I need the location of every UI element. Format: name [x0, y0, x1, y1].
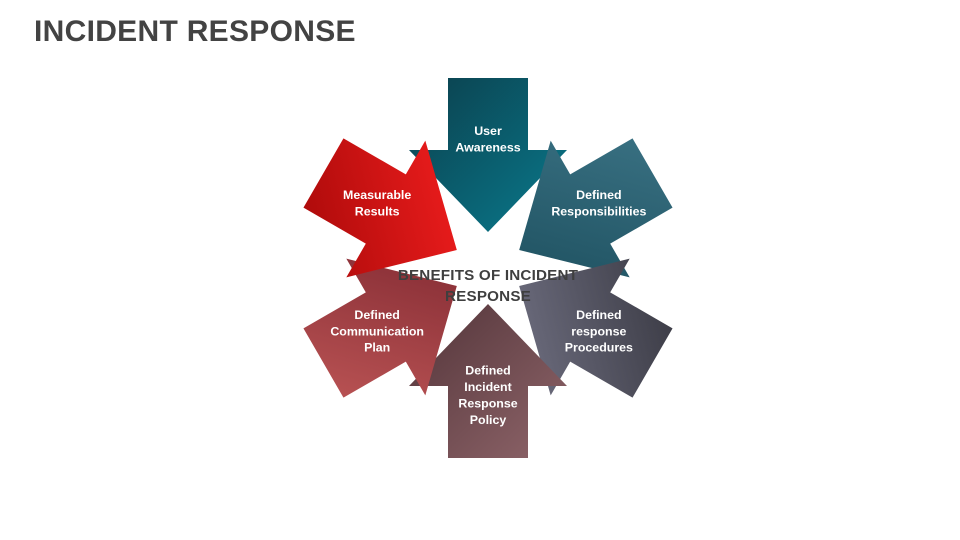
arrow-shape-measurable-results[interactable] [284, 105, 496, 319]
arrow-label-measurable-results-line-2: Results [355, 204, 400, 218]
arrow-label-defined-responsibilities-line-2: Responsibilities [551, 204, 646, 218]
center-caption-line-2: RESPONSE [445, 288, 531, 305]
arrow-shape-defined-response-procedures[interactable] [480, 218, 692, 432]
arrow-shape-defined-communication-plan[interactable] [284, 218, 496, 432]
arrow-label-defined-responsibilities-line-1: Defined [576, 188, 621, 202]
arrow-label-defined-communication-plan-line-3: Plan [364, 341, 390, 355]
arrow-label-user-awareness-line-1: User [474, 124, 502, 138]
arrow-label-defined-response-procedures-line-2: response [571, 324, 626, 338]
arrow-label-defined-response-procedures-line-1: Defined [576, 308, 621, 322]
arrow-label-defined-response-procedures-line-3: Procedures [565, 341, 633, 355]
arrow-label-defined-incident-response-policy-line-1: Defined [465, 364, 510, 378]
arrow-shape-user-awareness[interactable] [409, 78, 567, 232]
diagram-svg: UserAwarenessDefinedResponsibilitiesDefi… [284, 78, 692, 458]
arrow-label-defined-incident-response-policy-line-3: Response [458, 396, 517, 410]
center-caption-line-1: BENEFITS OF INCIDENT [398, 267, 579, 284]
arrow-shape-defined-responsibilities[interactable] [480, 105, 692, 319]
arrow-label-defined-incident-response-policy-line-2: Incident [464, 380, 512, 394]
arrow-label-defined-incident-response-policy-line-4: Policy [470, 413, 507, 427]
arrow-label-defined-communication-plan-line-2: Communication [330, 324, 424, 338]
arrow-shape-defined-incident-response-policy[interactable] [409, 304, 567, 458]
arrow-label-measurable-results-line-1: Measurable [343, 188, 411, 202]
page-title: INCIDENT RESPONSE [34, 15, 356, 48]
center-caption: BENEFITS OF INCIDENT RESPONSE [398, 267, 579, 305]
arrow-label-defined-communication-plan-line-1: Defined [354, 308, 399, 322]
arrow-layer: UserAwarenessDefinedResponsibilitiesDefi… [284, 78, 692, 458]
arrow-label-user-awareness-line-2: Awareness [455, 140, 520, 154]
